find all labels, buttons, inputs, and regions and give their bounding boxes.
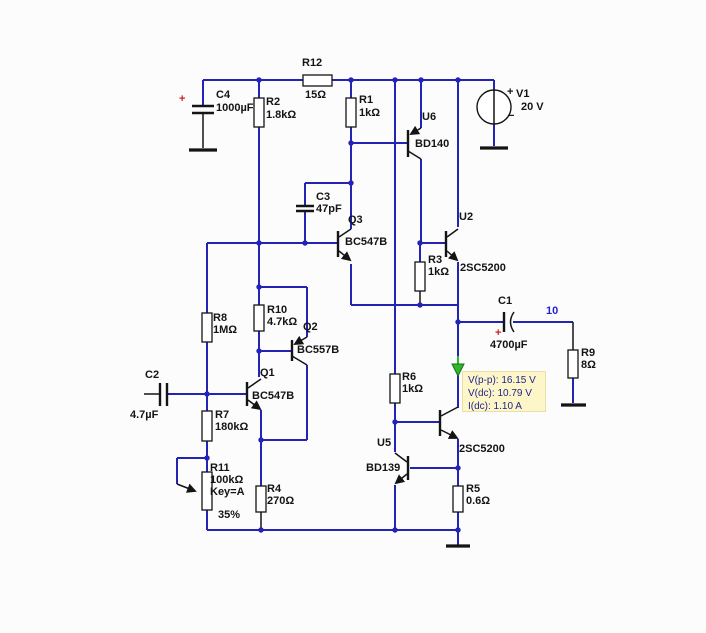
r5-ref: R5 <box>466 483 481 495</box>
probe-arrow-icon[interactable] <box>451 356 465 378</box>
q1-ref: Q1 <box>260 367 275 379</box>
wires[interactable] <box>168 79 574 545</box>
r11-percent: 35% <box>218 509 241 521</box>
q4-part: 2SC5200 <box>459 443 505 455</box>
u2-part: 2SC5200 <box>460 262 506 274</box>
junction-dots <box>204 77 461 533</box>
resistor-r1[interactable] <box>345 97 357 128</box>
r12-ref: R12 <box>302 57 323 69</box>
u5-part: BD139 <box>366 462 401 474</box>
resistor-r2[interactable] <box>253 97 265 128</box>
transistor-u6[interactable] <box>406 125 422 160</box>
net-label-10[interactable]: 10 <box>546 305 559 317</box>
c4-polarity: + <box>179 93 186 105</box>
resistor-r9[interactable] <box>567 349 579 379</box>
v1-plus: + <box>507 86 514 98</box>
r1-ref: R1 <box>359 94 374 106</box>
c1-polarity: + <box>495 327 502 339</box>
transistor-u2[interactable] <box>444 228 459 262</box>
q1-part: BC547B <box>252 390 295 402</box>
transistor-q4[interactable] <box>438 406 459 439</box>
q3-ref: Q3 <box>348 214 363 226</box>
transistor-u5[interactable] <box>394 452 410 485</box>
probe-vdc: V(dc): 10.79 V <box>468 388 532 399</box>
r2-value: 1.8kΩ <box>266 109 297 121</box>
r7-value: 180kΩ <box>215 421 249 433</box>
resistor-r7[interactable] <box>201 410 213 442</box>
r8-ref: R8 <box>213 312 228 324</box>
potentiometer-r11[interactable] <box>176 471 213 511</box>
r11-value: 100kΩ <box>210 474 244 486</box>
r3-value: 1kΩ <box>428 266 450 278</box>
r11-ref: R11 <box>210 462 230 474</box>
r2-ref: R2 <box>266 96 281 108</box>
resistor-r4[interactable] <box>255 485 267 513</box>
u2-ref: U2 <box>459 211 474 223</box>
probe-tooltip: V(p-p): 16.15 V V(dc): 10.79 V I(dc): 1.… <box>462 371 546 412</box>
capacitor-c2[interactable] <box>158 383 169 406</box>
r9-ref: R9 <box>581 347 596 359</box>
r10-ref: R10 <box>267 304 288 316</box>
wire-q1-emitter <box>260 410 307 441</box>
r6-value: 1kΩ <box>402 383 424 395</box>
resistor-r3[interactable] <box>414 261 426 292</box>
q2-part: BC557B <box>297 344 340 356</box>
capacitor-c4[interactable] <box>192 104 214 115</box>
r5-value: 0.6Ω <box>466 495 491 507</box>
transistor-q2[interactable] <box>290 335 308 366</box>
c4-value: 1000µF <box>216 102 254 114</box>
r12-value: 15Ω <box>305 89 327 101</box>
c2-ref: C2 <box>145 369 160 381</box>
q2-ref: Q2 <box>303 321 318 333</box>
capacitor-c1[interactable] <box>502 311 515 333</box>
r4-ref: R4 <box>267 483 282 495</box>
capacitor-c3[interactable] <box>296 204 314 213</box>
u6-part: BD140 <box>415 138 450 150</box>
r10-value: 4.7kΩ <box>267 316 298 328</box>
u6-ref: U6 <box>422 111 437 123</box>
dc-source-v1[interactable] <box>476 89 512 125</box>
v1-value: 20 V <box>521 101 544 113</box>
transistor-q1[interactable] <box>245 378 262 411</box>
resistor-r12[interactable] <box>302 74 333 87</box>
u5-ref: U5 <box>377 437 392 449</box>
probe-vpp: V(p-p): 16.15 V <box>468 375 536 386</box>
c1-ref: C1 <box>498 295 513 307</box>
resistor-r8[interactable] <box>201 312 213 343</box>
resistor-r6[interactable] <box>389 373 401 404</box>
q3-part: BC547B <box>345 236 388 248</box>
r4-value: 270Ω <box>267 495 295 507</box>
probe-idc: I(dc): 1.10 A <box>468 401 522 412</box>
resistor-r10[interactable] <box>253 304 265 332</box>
c3-value: 47pF <box>316 203 342 215</box>
transistor-q3[interactable] <box>336 228 352 262</box>
wire-r10-bottom <box>258 331 291 377</box>
c3-ref: C3 <box>316 191 331 203</box>
wire-u2-base <box>419 242 445 262</box>
r8-value: 1MΩ <box>213 324 238 336</box>
resistor-r5[interactable] <box>452 485 464 513</box>
v1-ref: V1 <box>516 88 530 100</box>
r3-ref: R3 <box>428 254 443 266</box>
r1-value: 1kΩ <box>359 107 381 119</box>
wire-c3 <box>304 182 351 243</box>
v1-minus: − <box>508 110 515 122</box>
wire-wiper-loop <box>176 457 207 484</box>
c4-ref: C4 <box>216 89 231 101</box>
wire-q2-emitter <box>259 286 308 337</box>
c2-value: 4.7µF <box>130 409 159 421</box>
r6-ref: R6 <box>402 371 417 383</box>
r9-value: 8Ω <box>581 359 596 371</box>
r7-ref: R7 <box>215 409 230 421</box>
c1-value: 4700µF <box>490 339 528 351</box>
r11-key: Key=A <box>210 486 245 498</box>
